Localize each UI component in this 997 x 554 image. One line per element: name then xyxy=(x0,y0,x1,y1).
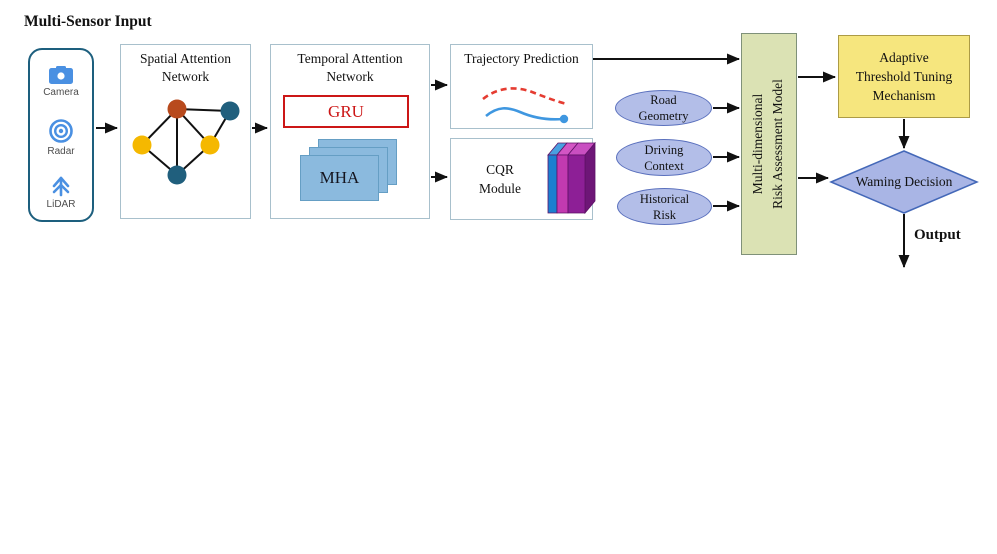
risk-assessment-label: Multi-dimensional Risk Assessment Model xyxy=(750,79,785,209)
multi-sensor-input-panel: Camera Radar LiDAR xyxy=(28,48,94,222)
trajectory-prediction-title: Trajectory Prediction xyxy=(464,51,579,66)
gru-label: GRU xyxy=(328,101,364,121)
mha-layer-front: MHA xyxy=(300,155,379,201)
decision-diamond-label: Waming Decision xyxy=(855,174,953,189)
sensor-radar: Radar xyxy=(30,118,92,157)
sensor-camera-label: Camera xyxy=(43,87,79,98)
trajectory-prediction-box: Trajectory Prediction xyxy=(450,44,593,129)
figure-title: Multi-Sensor Input xyxy=(24,13,152,30)
adaptive-threshold-box: Adaptive Threshold Tuning Mechanism xyxy=(838,35,970,118)
factor-road-geometry: Road Geometry xyxy=(615,90,712,126)
sensor-camera: Camera xyxy=(30,66,92,98)
output-label: Output xyxy=(914,227,961,243)
gru-block: GRU xyxy=(283,95,409,128)
temporal-attention-title: Temporal Attention Network xyxy=(297,51,403,84)
lidar-icon xyxy=(52,176,70,197)
spatial-attention-box: Spatial Attention Network xyxy=(120,44,251,219)
sensor-radar-label: Radar xyxy=(47,145,75,157)
sensor-lidar: LiDAR xyxy=(30,176,92,210)
camera-icon xyxy=(49,66,73,84)
factor-driving-context: Driving Context xyxy=(616,139,712,176)
radar-icon xyxy=(49,118,73,143)
cqr-module-label: CQR Module xyxy=(479,162,521,196)
adaptive-threshold-label: Adaptive Threshold Tuning Mechanism xyxy=(855,50,953,103)
spatial-attention-title: Spatial Attention Network xyxy=(139,51,232,84)
mha-label: MHA xyxy=(319,168,360,187)
factor-historical-risk: Historical Risk xyxy=(617,188,712,225)
sensor-lidar-label: LiDAR xyxy=(46,199,76,210)
risk-assessment-box xyxy=(741,33,797,255)
